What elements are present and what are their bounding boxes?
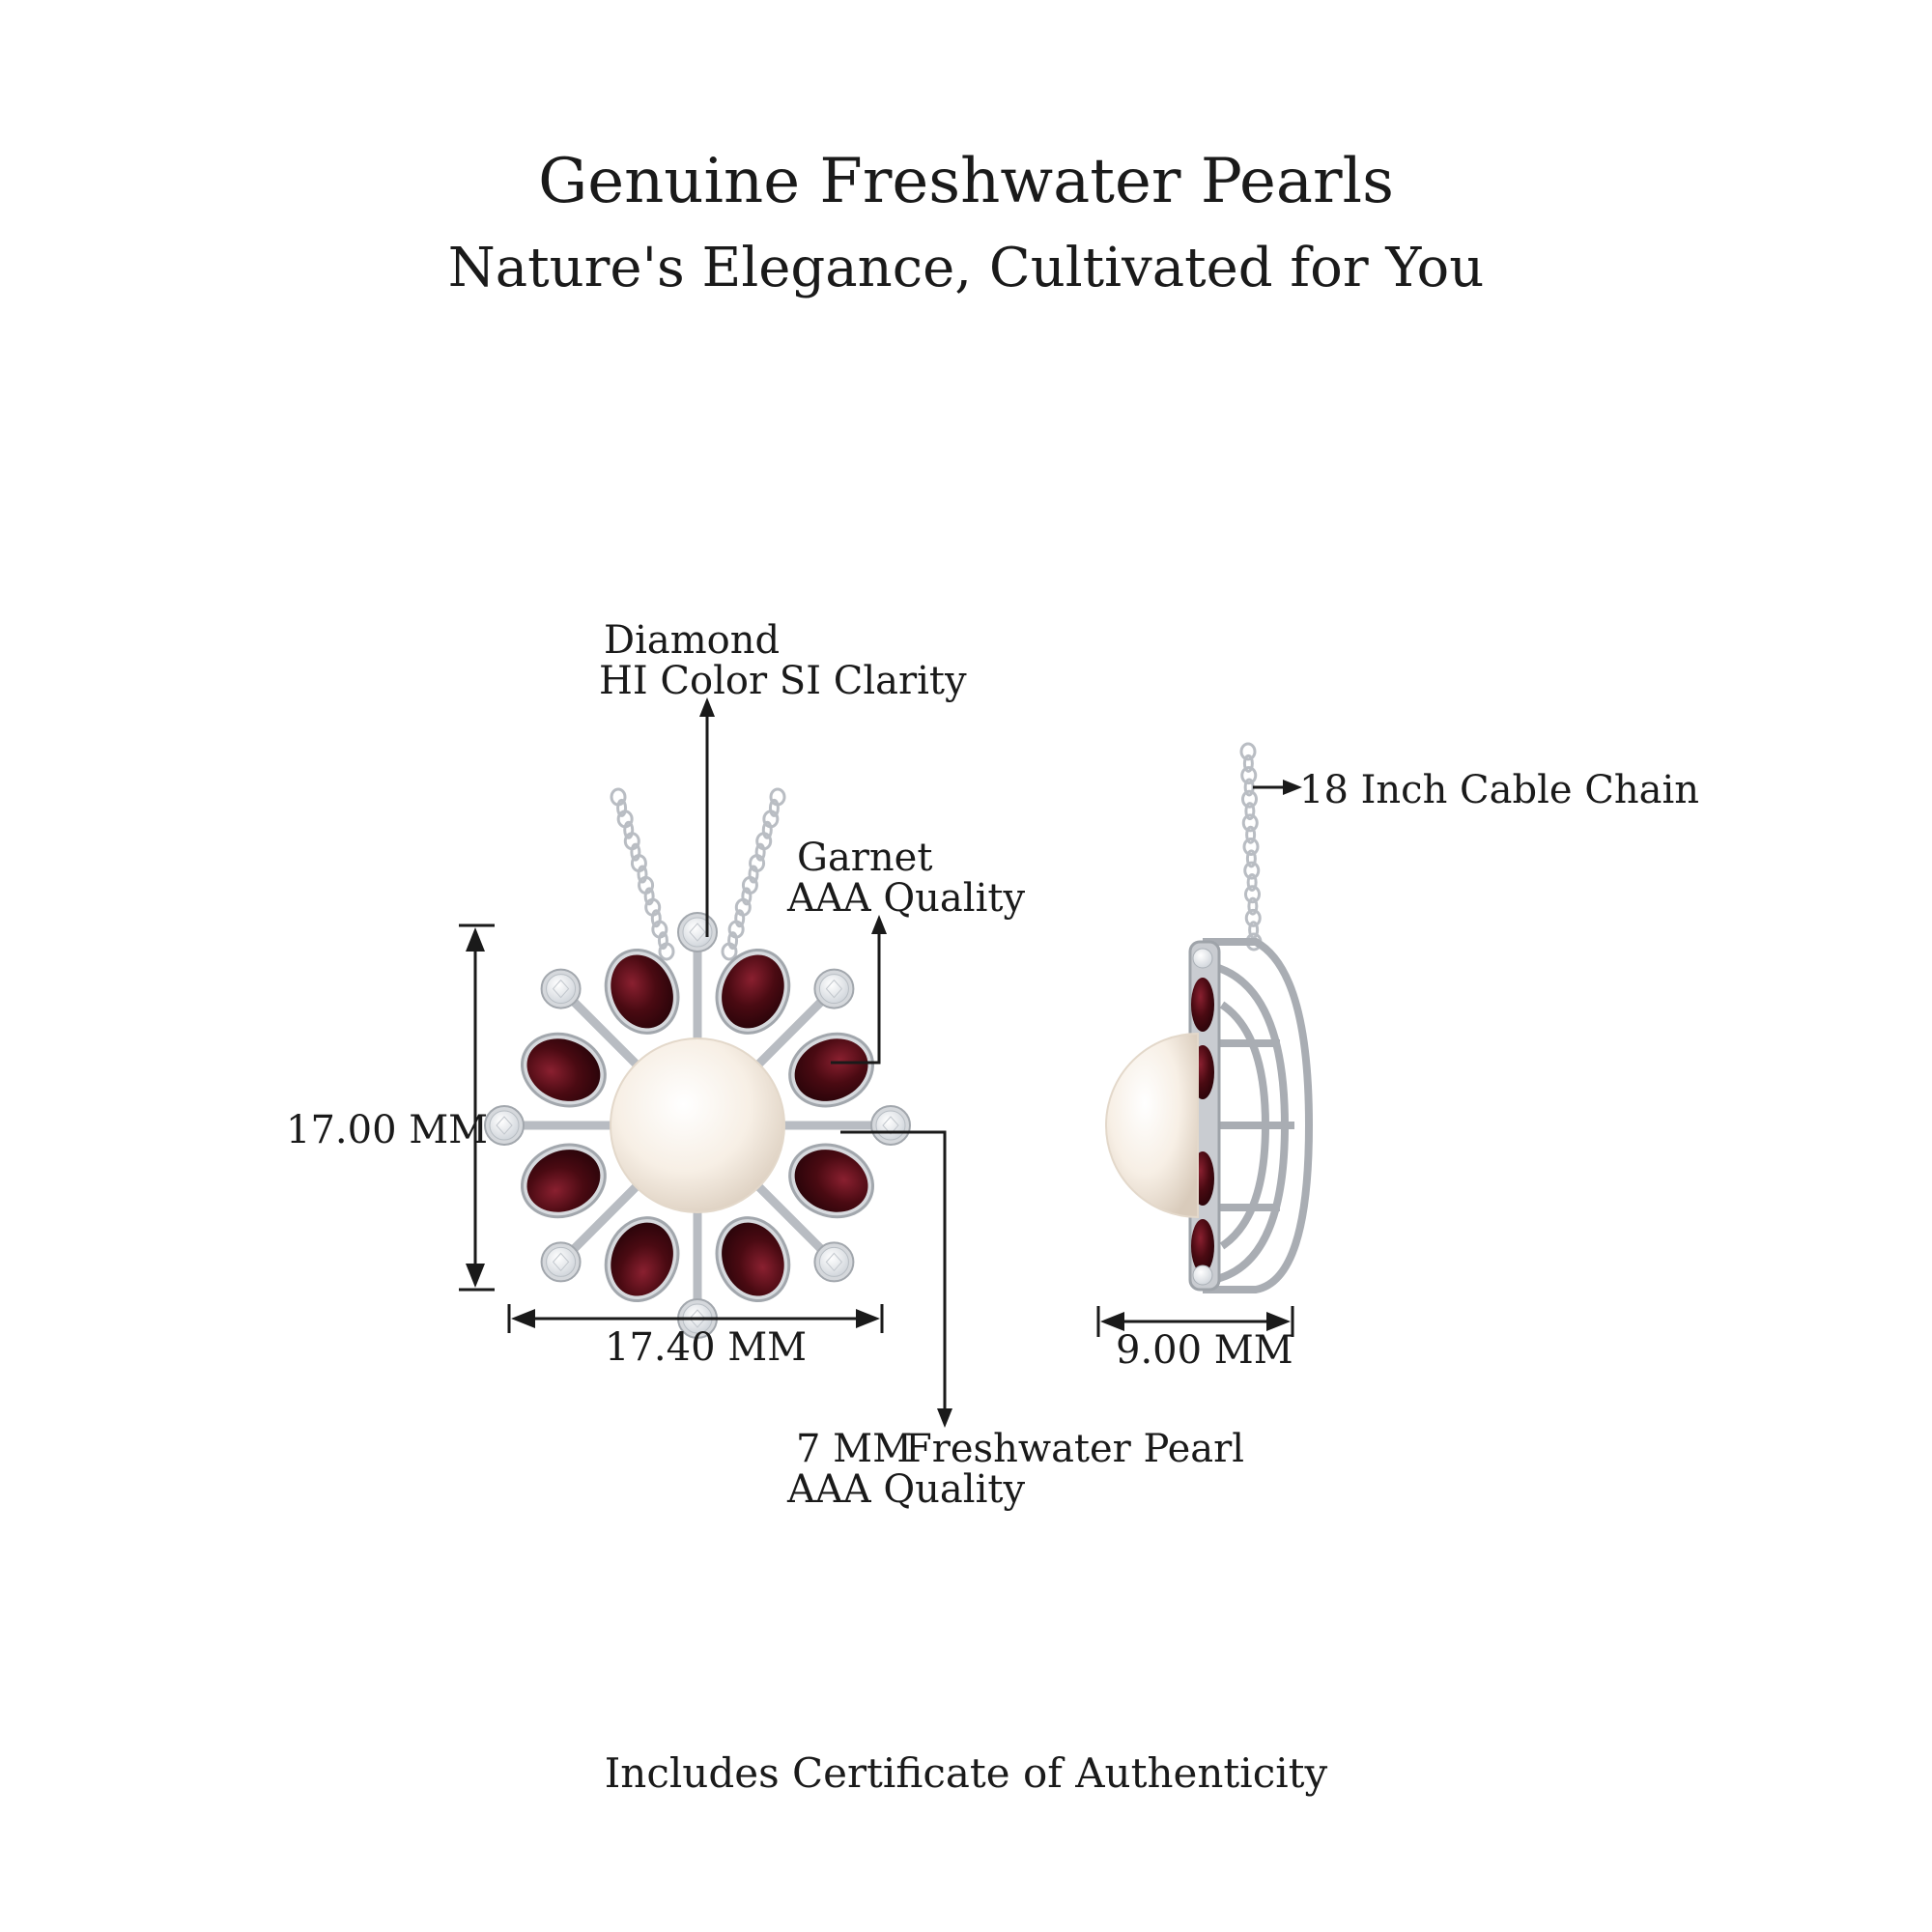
chain-link bbox=[761, 820, 773, 839]
depth-dimension-label: 9.00 MM bbox=[1116, 1328, 1293, 1373]
page-subtitle: Nature's Elegance, Cultivated for You bbox=[447, 237, 1485, 299]
garnet-stones bbox=[520, 948, 875, 1303]
chain-link bbox=[1241, 813, 1259, 833]
pearl-callout-title: Freshwater Pearl bbox=[905, 1427, 1245, 1471]
diamond-stone bbox=[484, 1105, 525, 1146]
frame-spoke bbox=[565, 993, 647, 1075]
frame-spoke bbox=[748, 993, 830, 1075]
metal-frame bbox=[513, 941, 882, 1310]
garnet-stone bbox=[715, 1216, 791, 1303]
diamond-stone bbox=[540, 1241, 582, 1283]
chain-link bbox=[1243, 861, 1261, 880]
chain-callout: 18 Inch Cable Chain bbox=[1299, 768, 1700, 812]
chain-link bbox=[637, 865, 648, 884]
garnet-stone bbox=[520, 1032, 607, 1108]
chain-link bbox=[1244, 885, 1261, 904]
chain-right bbox=[721, 787, 786, 961]
pearl-callout-size: 7 MM bbox=[796, 1427, 913, 1471]
diamond-stone bbox=[813, 968, 855, 1009]
chain-link bbox=[748, 865, 759, 884]
pearl-callout-spec: AAA Quality bbox=[787, 1467, 1026, 1512]
chain-left bbox=[610, 787, 675, 961]
chain-link bbox=[768, 798, 780, 817]
garnet-stone bbox=[788, 1032, 875, 1108]
chain-link bbox=[630, 842, 641, 862]
chain-link bbox=[643, 887, 655, 906]
diamond-callout-spec: HI Color SI Clarity bbox=[599, 659, 967, 703]
chain-link bbox=[658, 942, 675, 961]
chain-link bbox=[1241, 789, 1258, 809]
side-frame bbox=[1203, 938, 1314, 1293]
chain-link bbox=[741, 887, 753, 906]
chain-link bbox=[1244, 802, 1256, 821]
frame-spoke bbox=[565, 1176, 647, 1258]
side-pearl bbox=[1105, 1032, 1199, 1219]
chain-link bbox=[1246, 872, 1258, 892]
garnet-callout-title: Garnet bbox=[797, 836, 933, 880]
chain-link bbox=[1245, 849, 1257, 868]
height-dimension-label: 17.00 MM bbox=[286, 1108, 489, 1152]
chain-link bbox=[1239, 742, 1257, 761]
garnet-stone bbox=[520, 1143, 607, 1219]
diamond-stone bbox=[677, 912, 718, 952]
chain-link bbox=[1242, 753, 1254, 773]
callout-leaders bbox=[699, 697, 1302, 1428]
diamond-stone bbox=[870, 1105, 911, 1146]
garnet-stone bbox=[604, 1216, 680, 1303]
certificate-note: Includes Certificate of Authenticity bbox=[604, 1749, 1328, 1797]
garnet-callout-spec: AAA Quality bbox=[787, 876, 1026, 921]
chain-link bbox=[1245, 825, 1257, 844]
diamond-stone bbox=[540, 968, 582, 1009]
chain-link bbox=[657, 931, 668, 951]
chain-link bbox=[754, 842, 766, 862]
chain-link bbox=[1244, 908, 1262, 927]
garnet-stone bbox=[788, 1143, 875, 1219]
dimension-lines bbox=[459, 923, 1294, 1337]
diamond-callout-title: Diamond bbox=[604, 618, 781, 663]
garnet-stone bbox=[715, 948, 791, 1035]
chain-link bbox=[616, 798, 628, 817]
chain-link bbox=[721, 942, 738, 961]
chain-link bbox=[727, 931, 739, 951]
chain-link bbox=[1248, 921, 1260, 940]
page-title: Genuine Freshwater Pearls bbox=[538, 146, 1394, 217]
chain-link bbox=[650, 909, 662, 928]
center-pearl bbox=[610, 1037, 785, 1213]
chain-side bbox=[1239, 742, 1263, 952]
diamond-stone bbox=[813, 1241, 855, 1283]
chain-link bbox=[1242, 838, 1260, 856]
pendant-side-view bbox=[1105, 742, 1314, 1293]
chain-link bbox=[623, 820, 635, 839]
chain-link bbox=[734, 909, 746, 928]
chain-link bbox=[1247, 896, 1259, 916]
width-dimension-label: 17.40 MM bbox=[605, 1325, 808, 1370]
garnet-stone bbox=[604, 948, 680, 1035]
frame-spoke bbox=[748, 1176, 830, 1258]
chain-link bbox=[1240, 766, 1258, 785]
